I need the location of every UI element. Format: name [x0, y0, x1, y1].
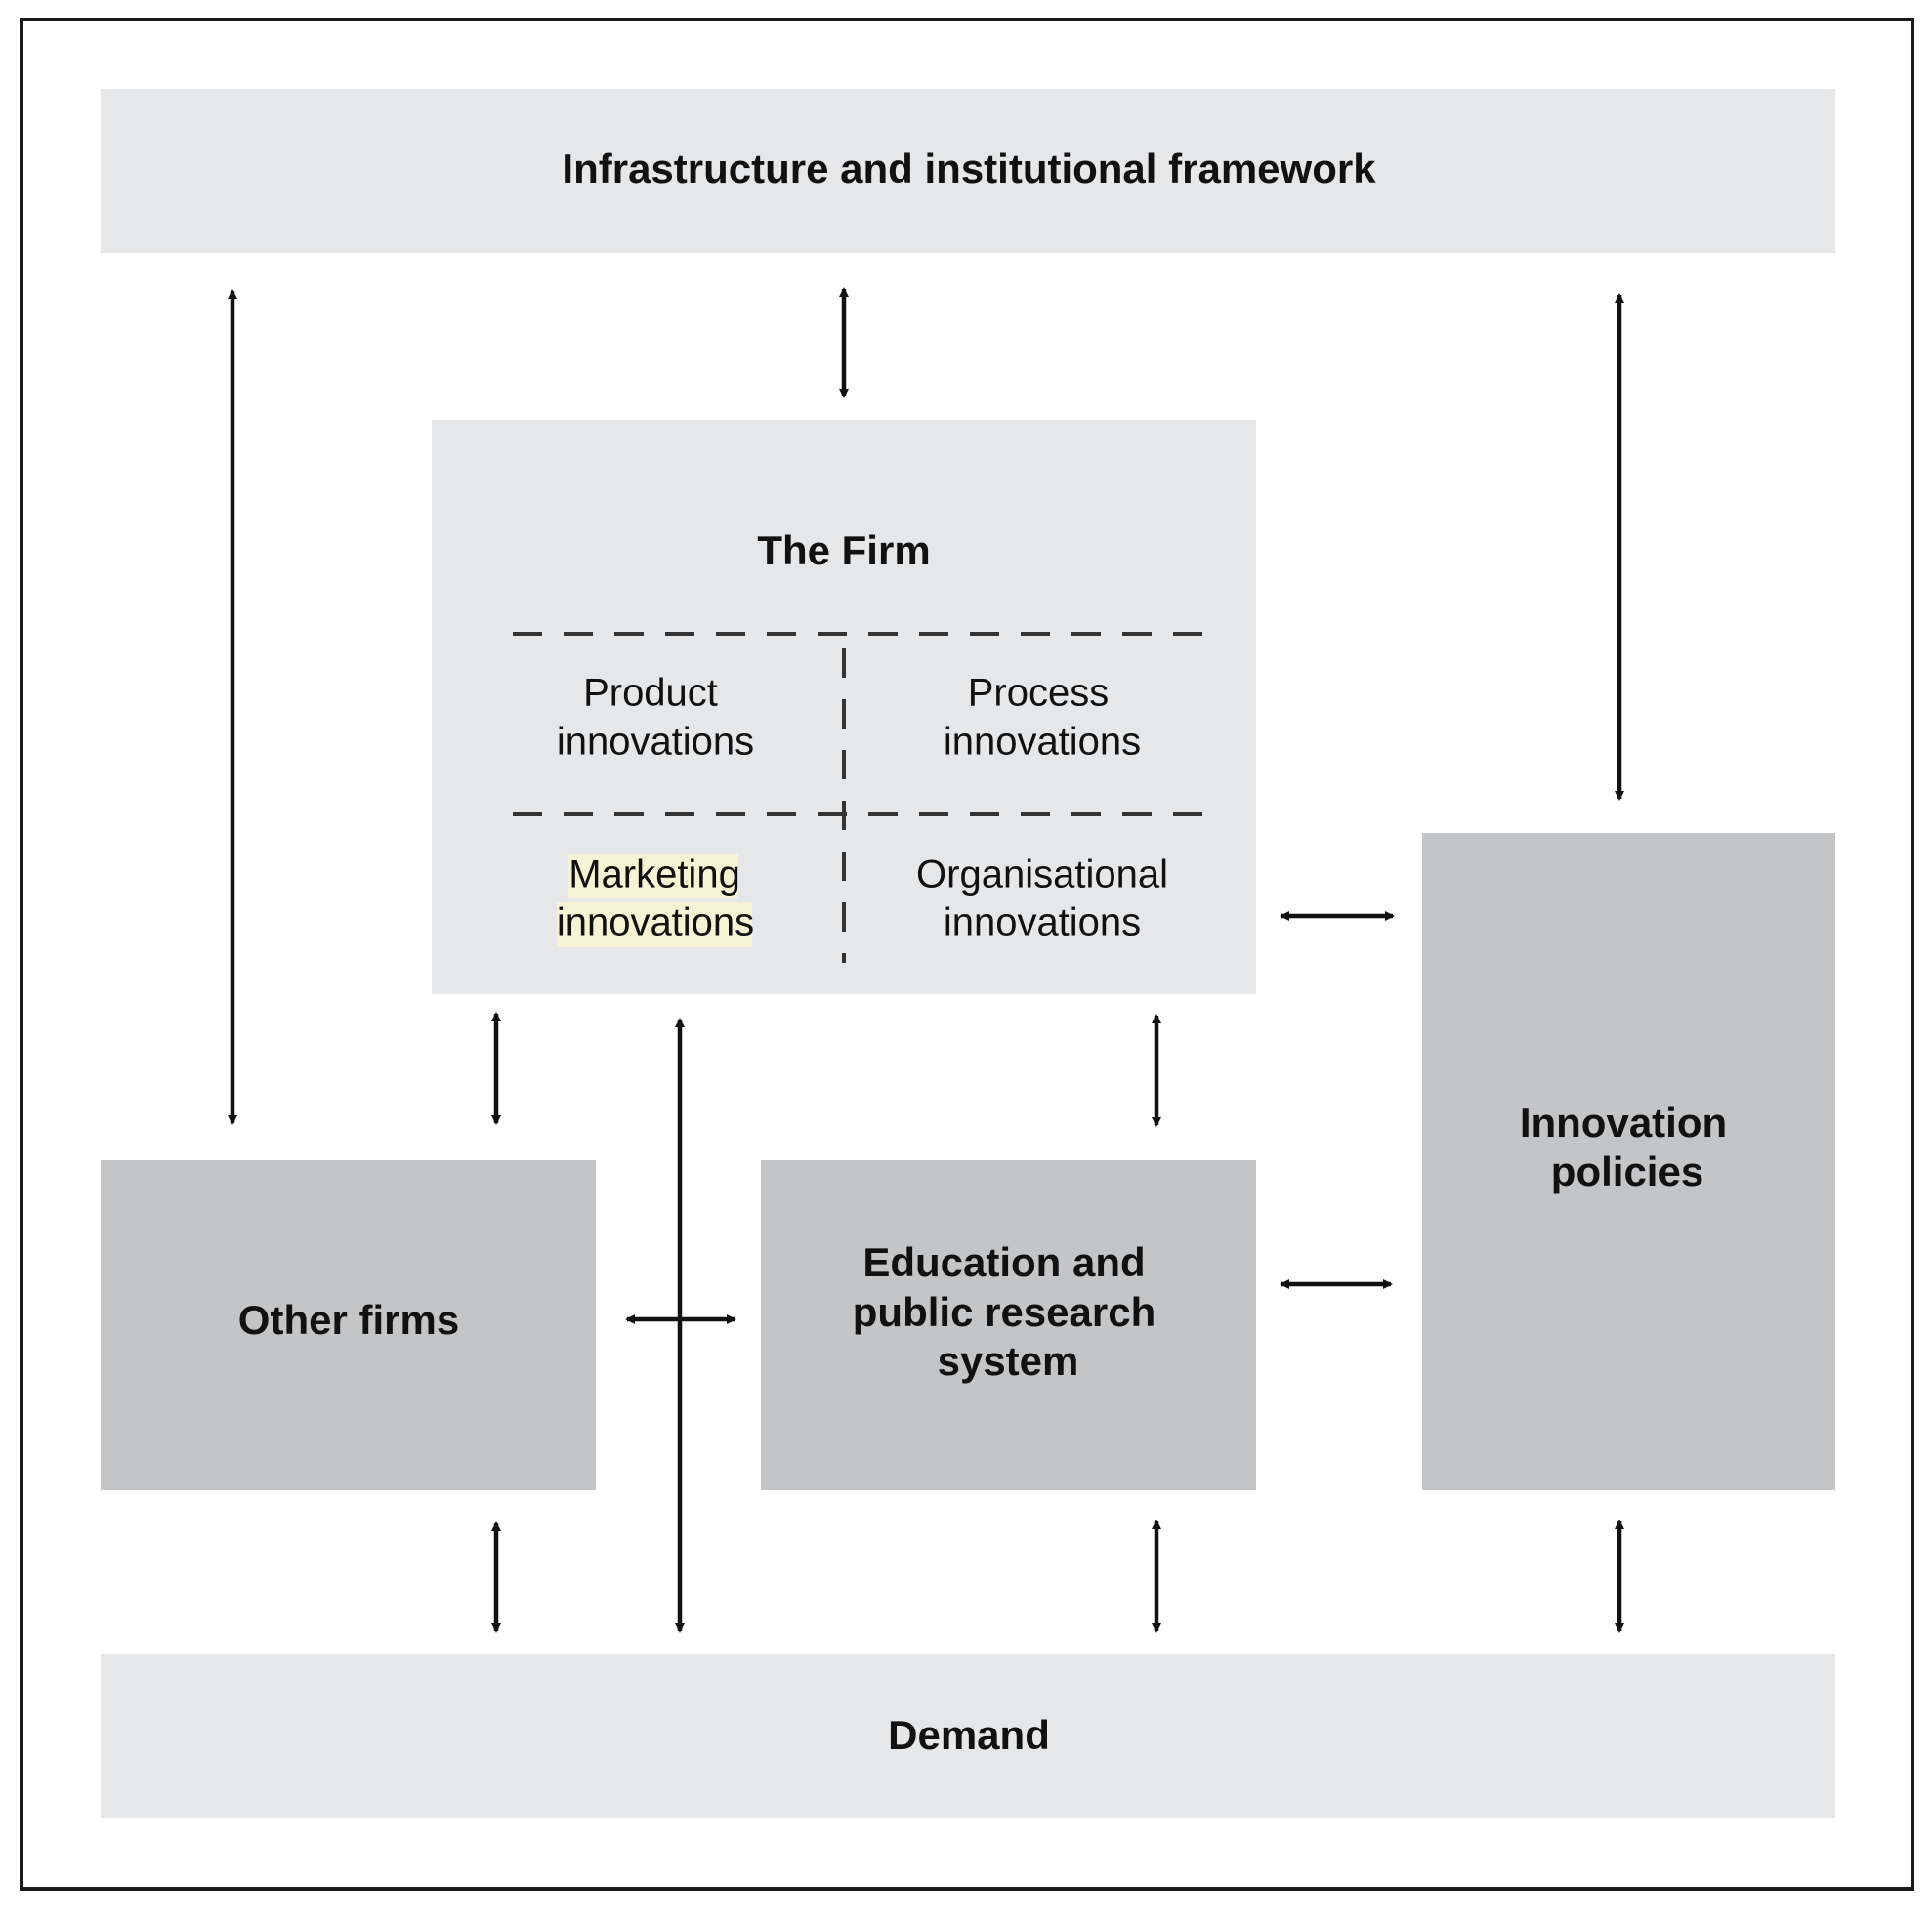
firm-label: The Firm	[757, 527, 930, 573]
svg-text:innovations: innovations	[557, 901, 754, 944]
svg-text:policies: policies	[1551, 1148, 1703, 1194]
svg-text:Process: Process	[968, 672, 1110, 715]
demand-box: Demand	[101, 1654, 1835, 1818]
svg-text:innovations: innovations	[557, 721, 754, 764]
svg-text:innovations: innovations	[944, 721, 1141, 764]
other-firms-box: Other firms	[101, 1160, 596, 1490]
svg-text:Demand: Demand	[888, 1712, 1050, 1758]
svg-text:Innovation: Innovation	[1520, 1100, 1727, 1145]
innovations-highlight	[557, 902, 752, 947]
product-innovations: Product innovations	[557, 672, 754, 764]
firm-box: The Firm Product innovations Process inn…	[432, 420, 1256, 994]
process-innovations: Process innovations	[944, 672, 1141, 764]
marketing-highlight	[568, 854, 738, 898]
marketing-innovations: Marketing innovations	[557, 854, 754, 947]
svg-text:Education and: Education and	[862, 1239, 1145, 1285]
svg-text:Organisational: Organisational	[916, 854, 1168, 896]
svg-text:innovations: innovations	[944, 901, 1141, 944]
svg-text:Other firms: Other firms	[238, 1297, 459, 1343]
infrastructure-box: Infrastructure and institutional framewo…	[101, 89, 1835, 253]
svg-text:public research: public research	[853, 1289, 1155, 1335]
innovation-policies-box: Innovation policies	[1422, 833, 1835, 1490]
svg-text:Marketing: Marketing	[568, 854, 740, 896]
infrastructure-label: Infrastructure and institutional framewo…	[562, 146, 1376, 191]
svg-text:Product: Product	[583, 672, 718, 715]
organisational-innovations: Organisational innovations	[916, 854, 1168, 944]
education-box: Education and public research system	[761, 1160, 1256, 1490]
svg-text:system: system	[938, 1338, 1079, 1384]
